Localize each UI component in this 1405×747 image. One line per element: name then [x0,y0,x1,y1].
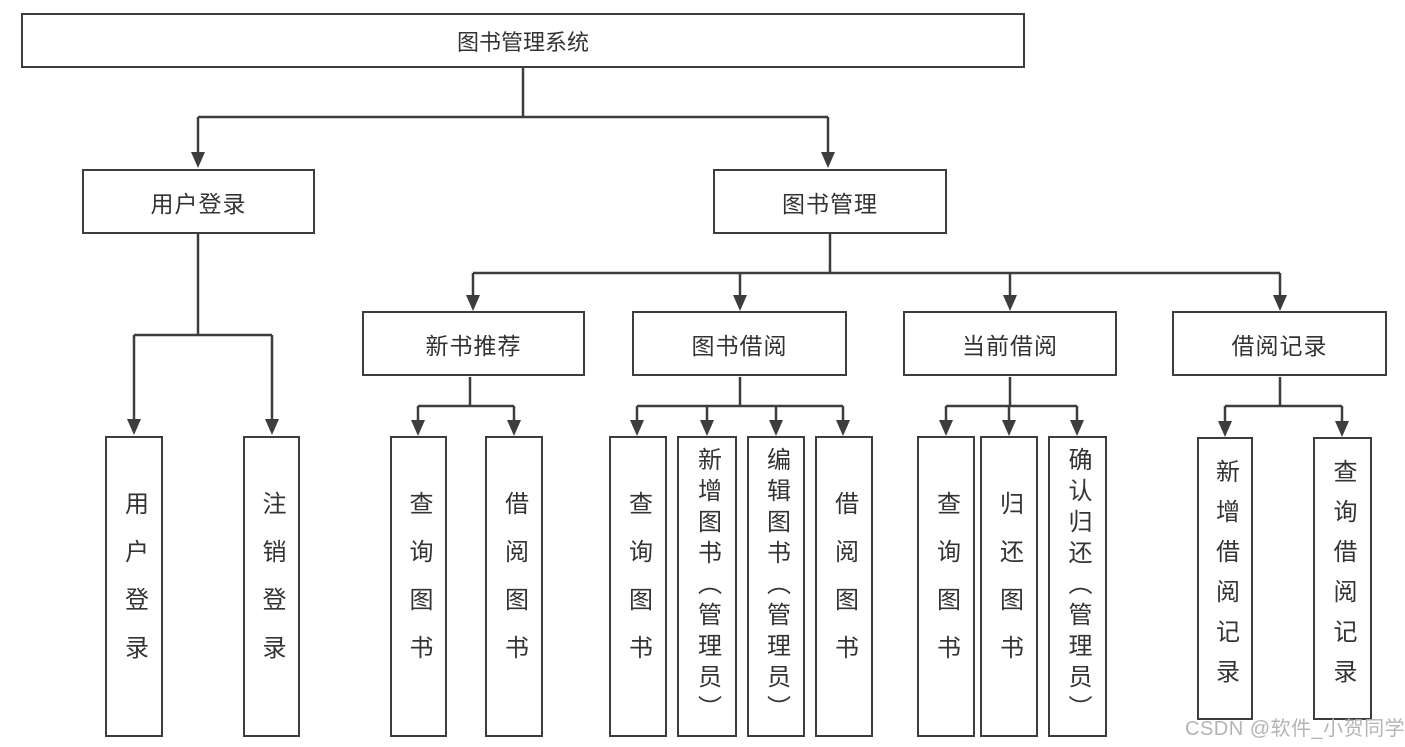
arrowheads [127,152,1349,437]
leaf-recommend-query-books-label: 查询图书 [405,490,432,683]
leaf-return-books-label: 归还图书 [995,490,1023,683]
node-borrowing-records: 借阅记录 [1172,311,1387,376]
leaf-add-borrow-record-label: 新增借阅记录 [1211,458,1239,699]
leaf-edit-books-admin: 编辑图书（管理员） [747,436,805,737]
leaf-recommend-borrow-books-label: 借阅图书 [500,490,528,683]
node-new-book-recommend: 新书推荐 [362,311,585,376]
leaf-edit-books-admin-label: 编辑图书（管理员） [762,447,790,726]
leaf-add-books-admin: 新增图书（管理员） [677,436,737,737]
leaf-recommend-borrow-books: 借阅图书 [485,436,543,737]
leaf-logout-label: 注销登录 [258,490,285,683]
leaf-borrow-query-books-label: 查询图书 [624,490,652,683]
leaf-recommend-query-books: 查询图书 [390,436,447,737]
leaf-confirm-return-admin-label: 确认归还（管理员） [1064,447,1091,726]
leaf-borrow-query-books: 查询图书 [609,436,667,737]
leaf-query-borrow-record-label: 查询借阅记录 [1329,458,1356,699]
node-book-borrowing: 图书借阅 [632,311,847,376]
leaf-current-query-books: 查询图书 [917,436,975,737]
node-book-management: 图书管理 [713,169,947,234]
node-user-login: 用户登录 [82,169,315,234]
leaf-current-query-books-label: 查询图书 [932,490,960,683]
leaf-return-books: 归还图书 [980,436,1038,737]
leaf-add-borrow-record: 新增借阅记录 [1197,437,1253,720]
leaf-add-books-admin-label: 新增图书（管理员） [693,447,721,726]
leaf-borrow-books-label: 借阅图书 [830,490,858,683]
leaf-query-borrow-record: 查询借阅记录 [1313,437,1372,720]
node-root-system: 图书管理系统 [21,13,1025,68]
leaf-logout: 注销登录 [243,436,300,737]
leaf-confirm-return-admin: 确认归还（管理员） [1048,436,1107,737]
leaf-user-login: 用户登录 [105,436,163,737]
leaf-user-login-label: 用户登录 [120,490,148,683]
leaf-borrow-books: 借阅图书 [815,436,873,737]
watermark: CSDN @软件_小贺同学 [1185,718,1405,740]
node-current-borrowing: 当前借阅 [903,311,1117,376]
tree-branch-lines [132,68,1344,422]
